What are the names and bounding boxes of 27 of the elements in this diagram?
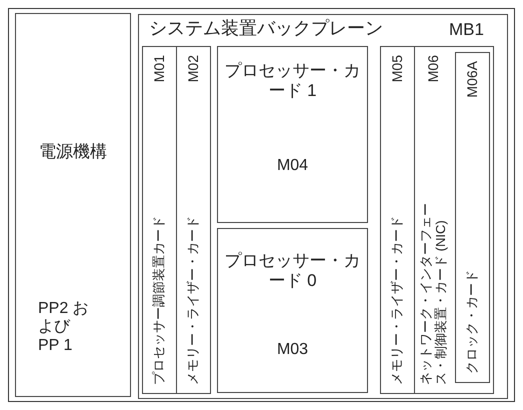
node-title: プロセッサー・カード 1 xyxy=(224,61,362,100)
node-label: メモリー・ライザー・カード xyxy=(390,216,405,385)
node-label: M03 xyxy=(276,341,310,360)
node-title: M06A xyxy=(464,61,480,98)
node-label: プロセッサー調節装置カード xyxy=(152,216,167,385)
card-slot xyxy=(380,46,415,394)
node-title: プロセッサー・カード 0 xyxy=(224,251,362,290)
card-slot xyxy=(142,46,177,394)
node-label: MB1 xyxy=(449,20,484,40)
node-label: M04 xyxy=(276,157,310,176)
node-title: M02 xyxy=(185,55,202,82)
node-label: クロック・カード xyxy=(465,270,480,374)
node-label: PP2 および PP 1 xyxy=(38,300,90,356)
node-title: M01 xyxy=(151,55,168,82)
processor-card-slot xyxy=(217,228,368,393)
node-label: ネットワーク・インターフェース・制御装置・カード (NIC) xyxy=(419,202,449,385)
node-title: 電源機構 xyxy=(38,142,108,162)
node-title: システム装置バックプレーン xyxy=(149,18,383,39)
node-label: メモリー・ライザー・カード xyxy=(186,216,201,385)
power-supply-box xyxy=(15,13,131,397)
card-slot xyxy=(414,46,494,394)
card-slot xyxy=(455,52,490,383)
processor-card-slot xyxy=(217,46,368,223)
backplane-panel xyxy=(138,14,508,399)
card-slot xyxy=(176,46,211,394)
node-title: M06 xyxy=(425,55,442,82)
node-title: M05 xyxy=(389,55,406,82)
